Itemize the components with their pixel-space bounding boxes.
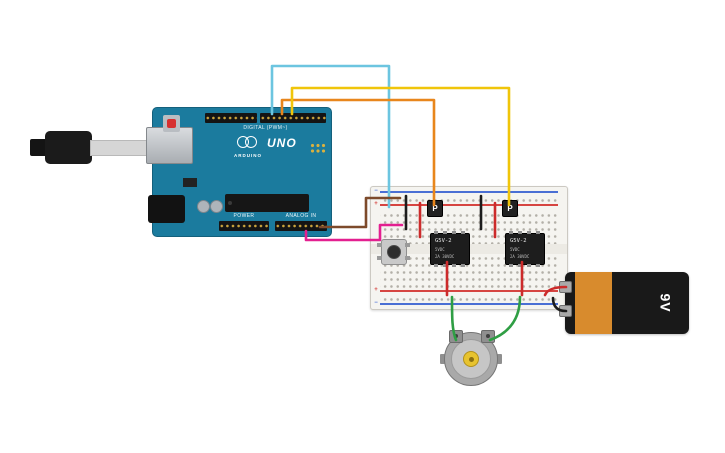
pushbutton-leg <box>377 243 382 247</box>
wire-cyan-signal[interactable] <box>270 64 391 209</box>
analog-header[interactable] <box>275 221 327 231</box>
wire-pink-signal[interactable] <box>304 223 404 242</box>
reset-button-base <box>163 115 180 132</box>
wire-battery-positive[interactable] <box>543 285 568 297</box>
wire-brown-signal[interactable] <box>318 196 402 229</box>
usb-plug-tip <box>30 139 48 156</box>
digital-pins-label: DIGITAL (PWM~) <box>243 125 288 131</box>
pushbutton-leg <box>377 256 382 260</box>
analog-pins-label: ANALOG IN <box>285 213 317 219</box>
digital-header-right[interactable] <box>260 113 326 123</box>
arduino-infinity-logo-icon <box>237 136 261 149</box>
atmega-chip <box>225 194 309 212</box>
battery-band <box>575 272 612 334</box>
top-rail-positive <box>380 204 558 206</box>
rail-plus-symbol: + <box>374 201 378 207</box>
pushbutton-leg <box>405 256 410 260</box>
pushbutton[interactable] <box>377 239 410 265</box>
power-header[interactable] <box>219 221 269 231</box>
motor-shaft-dot <box>469 357 474 362</box>
reset-button[interactable] <box>167 119 176 128</box>
motor-mount-tab <box>440 354 445 364</box>
bottom-rail-positive <box>380 290 558 292</box>
wire-motor-green-right[interactable] <box>488 295 522 342</box>
wire-orange-signal[interactable] <box>280 98 436 207</box>
arduino-power-jack <box>148 195 185 223</box>
relay-label: G5V-2 <box>510 238 527 244</box>
arduino-uno-board[interactable]: DIGITAL (PWM~) ARDUINO UNO POWER ANALOG … <box>146 107 332 237</box>
wire-motor-green-left[interactable] <box>450 295 458 342</box>
dc-motor[interactable] <box>440 330 502 386</box>
battery-9v[interactable]: 9V <box>559 272 689 334</box>
icsp-pins[interactable] <box>310 143 327 155</box>
top-rail-negative <box>380 191 558 193</box>
voltage-regulator <box>183 178 197 187</box>
motor-inner-ring <box>451 339 491 379</box>
arduino-brand-label: ARDUINO <box>234 153 262 158</box>
wire-battery-negative[interactable] <box>551 296 568 313</box>
relay-1[interactable]: G5V-2 5VDC 2A 30VDC <box>430 231 470 267</box>
rail-minus-symbol: − <box>374 300 378 306</box>
capacitor <box>210 200 223 213</box>
wire-yellow-signal[interactable] <box>290 86 511 207</box>
pushbutton-leg <box>405 243 410 247</box>
relay-rating: 2A 30VDC <box>435 254 455 259</box>
motor-mount-tab <box>497 354 502 364</box>
rail-plus-symbol: + <box>374 287 378 293</box>
relay-rating: 5VDC <box>435 247 445 252</box>
top-rail-holes[interactable] <box>380 195 558 202</box>
arduino-usb-port <box>146 127 193 164</box>
pushbutton-cap[interactable] <box>387 245 401 259</box>
arduino-model-label: UNO <box>267 136 297 150</box>
bottom-rail-negative <box>380 303 558 305</box>
power-pins-label: POWER <box>233 213 255 219</box>
usb-plug-body[interactable] <box>45 131 92 164</box>
relay-rating: 5VDC <box>510 247 520 252</box>
digital-header-left[interactable] <box>205 113 257 123</box>
bottom-rail-holes[interactable] <box>380 294 558 301</box>
capacitor <box>197 200 210 213</box>
transistor-2[interactable]: P <box>502 200 518 217</box>
rail-minus-symbol: − <box>374 188 378 194</box>
relay-rating: 2A 30VDC <box>510 254 530 259</box>
relay-label: G5V-2 <box>435 238 452 244</box>
relay-2[interactable]: G5V-2 5VDC 2A 30VDC <box>505 231 545 267</box>
